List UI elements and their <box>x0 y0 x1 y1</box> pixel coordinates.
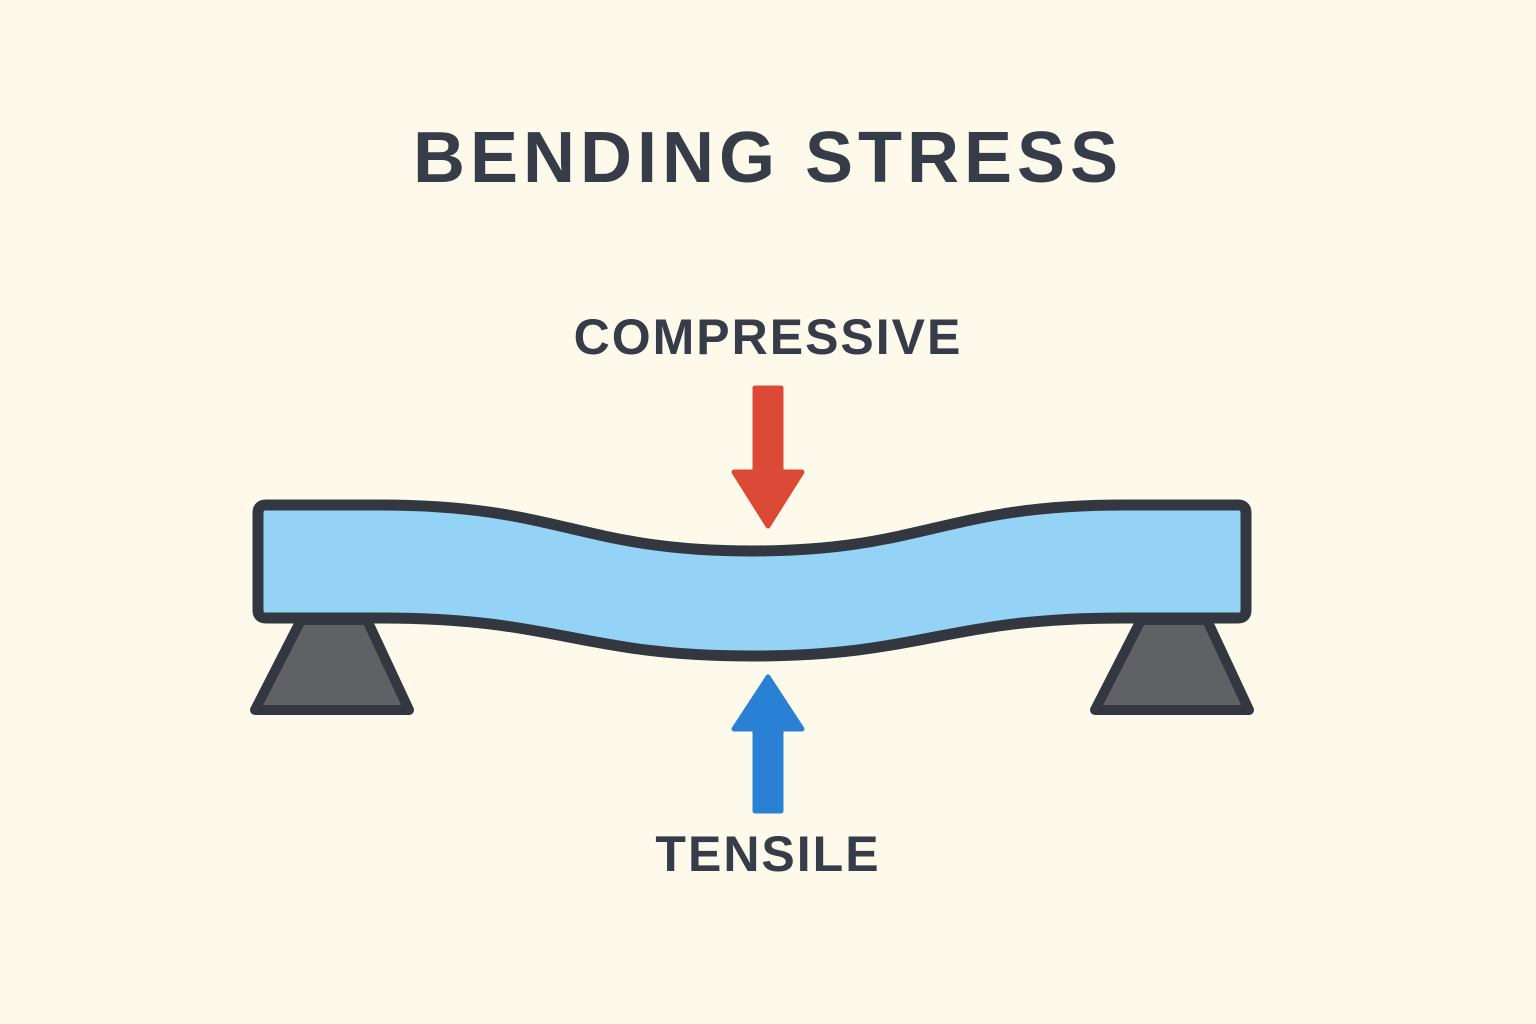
compressive-label: COMPRESSIVE <box>573 309 963 365</box>
support-right <box>1090 615 1254 715</box>
compressive-arrow-icon <box>731 385 805 529</box>
support-left <box>250 615 414 715</box>
tensile-label: TENSILE <box>655 826 881 882</box>
page-title: BENDING STRESS <box>412 118 1124 198</box>
tensile-arrow-icon <box>731 674 805 814</box>
beam <box>252 499 1252 662</box>
